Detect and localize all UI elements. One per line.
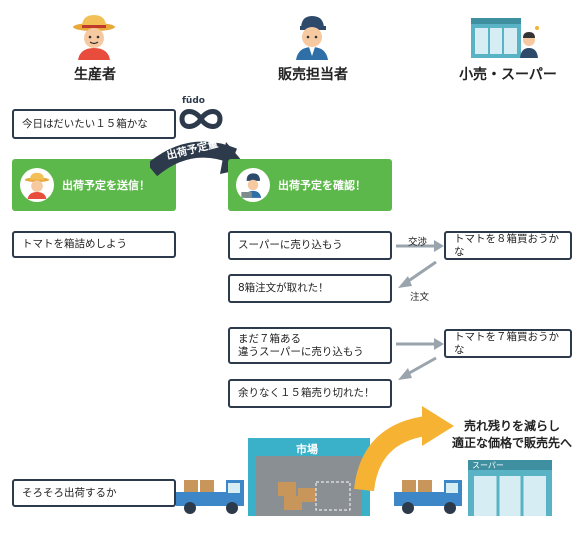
producer-truck-icon	[176, 480, 244, 514]
confirm-schedule-label: 出荷予定を確認！	[278, 179, 366, 192]
farmer-icon	[73, 15, 115, 60]
retail-column-title: 小売・スーパー	[459, 67, 557, 83]
producer-estimate-box: 今日はだいたい１５箱かな	[12, 109, 176, 139]
confirm-schedule-box: 出荷予定を確認！	[228, 159, 392, 211]
sold-out-box: 余りなく１５箱売り切れた！	[228, 379, 392, 408]
salesperson-laptop-icon	[241, 173, 262, 198]
send-schedule-box: 出荷予定を送信！	[12, 159, 176, 211]
supermarket-icon	[471, 18, 539, 58]
negotiate-label: 交渉	[408, 237, 428, 248]
farmer-icon	[24, 172, 50, 199]
shipping-box: そろそろ出荷するか	[12, 479, 176, 507]
distribution-annotation: 売れ残りを減らし 適正な価格で販売先へ	[444, 418, 580, 452]
packing-box: トマトを箱詰めしよう	[12, 231, 176, 258]
pitch-supermarket-box: スーパーに売り込もう	[228, 231, 392, 260]
market-building	[248, 438, 370, 516]
infinity-icon	[179, 109, 223, 129]
supermarket-sign: スーパー	[472, 461, 504, 470]
send-schedule-label: 出荷予定を送信！	[62, 179, 150, 192]
distribution-arrow	[354, 406, 454, 492]
remaining-line-2: 違うスーパーに売り込もう	[238, 345, 364, 358]
remaining-box: まだ７箱ある 違うスーパーに売り込もう	[228, 327, 392, 364]
market-sign: 市場	[296, 443, 318, 456]
annotation-line-2: 適正な価格で販売先へ	[451, 436, 572, 450]
farmer-avatar	[20, 168, 54, 202]
negotiate-order-arrows	[396, 240, 444, 288]
buy-eight-box: トマトを８箱買おうかな	[444, 231, 572, 260]
supermarket-building	[468, 460, 552, 516]
salesperson-icon	[296, 16, 328, 60]
order-received-box: 8箱注文が取れた！	[228, 274, 392, 303]
fudo-logo-text: fūdo	[182, 96, 205, 106]
order-label: 注文	[410, 292, 430, 303]
sales-column-title: 販売担当者	[278, 67, 348, 83]
second-pitch-arrows	[396, 338, 444, 380]
retail-truck-icon	[394, 480, 462, 514]
fudo-logo: fūdo	[178, 96, 226, 136]
remaining-line-1: まだ７箱ある	[238, 332, 301, 345]
producer-column-title: 生産者	[74, 67, 116, 83]
annotation-line-1: 売れ残りを減らし	[463, 419, 560, 433]
buy-seven-box: トマトを７箱買おうかな	[444, 329, 572, 358]
salesperson-avatar	[236, 168, 270, 202]
